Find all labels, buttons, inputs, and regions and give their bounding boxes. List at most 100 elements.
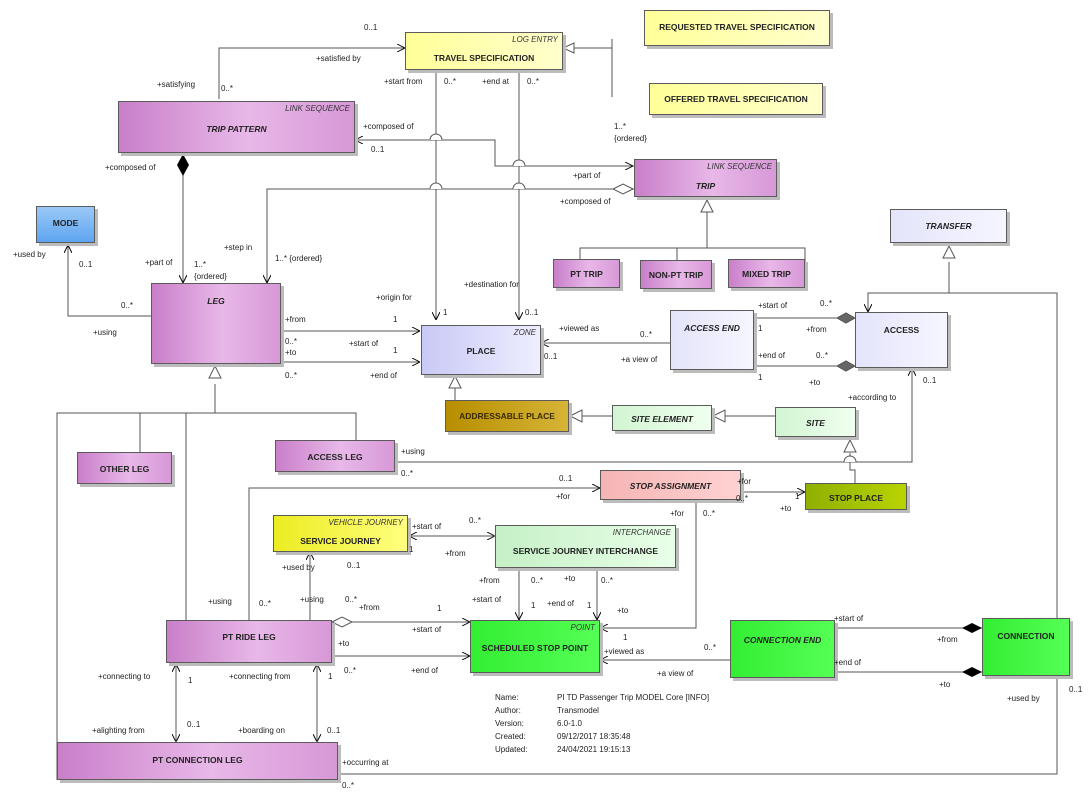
composition-diamond	[962, 623, 982, 633]
role-label: +used by	[13, 250, 46, 259]
class-access-end[interactable]: ACCESS END	[670, 310, 754, 370]
class-trip-pattern[interactable]: LINK SEQUENCE TRIP PATTERN	[118, 101, 355, 153]
class-pt-connection-leg[interactable]: PT CONNECTION LEG	[57, 742, 338, 780]
class-travel-specification[interactable]: LOG ENTRY TRAVEL SPECIFICATION	[405, 32, 563, 70]
role-label: +connecting to	[98, 672, 151, 681]
stereotype-label: POINT	[570, 623, 595, 632]
multiplicity-label: 0..*	[342, 781, 355, 790]
class-connection[interactable]: CONNECTION	[982, 618, 1070, 676]
gen-triangles	[208, 42, 956, 453]
role-label: +satisfying	[157, 80, 196, 89]
multiplicity-label: 1	[437, 604, 442, 613]
class-other-leg[interactable]: OTHER LEG	[77, 452, 172, 484]
role-label: +using	[401, 447, 425, 456]
gen-leg-left	[139, 412, 357, 452]
notes-updated-row: Updated:24/04/2021 19:15:13	[495, 743, 709, 756]
gen-pt-connection-leg	[56, 412, 140, 780]
multiplicity-label: 0..1	[327, 726, 341, 735]
class-connection-end[interactable]: CONNECTION END	[730, 620, 835, 678]
multiplicity-label: 1..* {ordered}	[275, 254, 323, 263]
class-leg[interactable]: LEG	[151, 283, 281, 364]
role-label: +from	[479, 576, 500, 585]
class-site[interactable]: SITE	[775, 407, 856, 437]
assoc-trip-trip-pattern	[355, 139, 633, 166]
role-label: +using	[300, 595, 324, 604]
assoc-pt-connection-connection	[338, 292, 1058, 775]
assoc-pt-ride-stop-assignment	[248, 488, 600, 620]
class-pt-trip[interactable]: PT TRIP	[553, 259, 620, 288]
notes-version-row: Version:6.0-1.0	[495, 717, 709, 730]
class-pt-ride-leg[interactable]: PT RIDE LEG	[166, 620, 332, 663]
class-service-journey-interchange[interactable]: INTERCHANGE SERVICE JOURNEY INTERCHANGE	[495, 525, 676, 568]
role-label: +part of	[573, 171, 601, 180]
role-label: +start of	[412, 625, 442, 634]
role-label: +destination for	[464, 280, 519, 289]
role-label: +start from	[384, 77, 423, 86]
multiplicity-label: 0..1	[544, 352, 558, 361]
multiplicity-label: 1	[393, 315, 398, 324]
class-place[interactable]: ZONE PLACE	[421, 325, 541, 375]
class-access[interactable]: ACCESS	[855, 312, 948, 368]
class-name: MODE	[52, 218, 79, 228]
constraint-label: {ordered}	[614, 134, 647, 143]
multiplicity-label: 0..*	[444, 77, 457, 86]
multiplicity-label: 1..*	[614, 122, 627, 131]
multiplicity-label: 0..1	[525, 308, 539, 317]
assoc-trip-legs	[267, 188, 634, 283]
notes-created-row: Created:09/12/2017 18:35:48	[495, 730, 709, 743]
class-requested-travel-specification[interactable]: REQUESTED TRAVEL SPECIFICATION	[644, 10, 830, 46]
role-label: +to	[617, 606, 629, 615]
class-non-pt-trip[interactable]: NON-PT TRIP	[640, 260, 712, 289]
class-stop-assignment[interactable]: STOP ASSIGNMENT	[600, 470, 741, 500]
notes-value: 09/12/2017 18:35:48	[557, 732, 631, 741]
class-name: STOP ASSIGNMENT	[629, 481, 712, 491]
class-name: NON-PT TRIP	[648, 270, 704, 280]
class-mixed-trip[interactable]: MIXED TRIP	[728, 259, 805, 288]
class-offered-travel-specification[interactable]: OFFERED TRAVEL SPECIFICATION	[649, 83, 823, 115]
role-label: +occurring at	[342, 758, 389, 767]
class-transfer[interactable]: TRANSFER	[890, 209, 1007, 243]
role-label: +from	[285, 315, 306, 324]
multiplicity-label: 0..1	[559, 474, 573, 483]
notes-author-row: Author:Transmodel	[495, 704, 709, 717]
gen-arrowhead	[568, 409, 583, 423]
role-label: +from	[937, 635, 958, 644]
class-access-leg[interactable]: ACCESS LEG	[275, 440, 395, 472]
multiplicity-label: 0..*	[285, 337, 298, 346]
associations	[68, 48, 1058, 775]
notes-key: Name:	[495, 693, 519, 702]
multiplicity-label: 0..*	[259, 599, 272, 608]
class-name: OFFERED TRAVEL SPECIFICATION	[664, 94, 808, 104]
stereotype-label: LOG ENTRY	[512, 35, 558, 44]
aggregation-diamonds	[177, 154, 982, 677]
class-trip[interactable]: LINK SEQUENCE TRIP	[634, 159, 777, 197]
multiplicity-label: 1	[623, 633, 628, 642]
multiplicity-label: 0..*	[345, 595, 358, 604]
notes-value: Transmodel	[557, 706, 599, 715]
multiplicity-label: 1	[758, 324, 763, 333]
gen-arrowhead	[561, 42, 575, 54]
class-addressable-place[interactable]: ADDRESSABLE PLACE	[445, 400, 569, 432]
class-site-element[interactable]: SITE ELEMENT	[612, 405, 712, 431]
class-mode[interactable]: MODE	[36, 206, 95, 243]
class-stop-place[interactable]: STOP PLACE	[805, 483, 907, 510]
multiplicity-label: 1	[328, 672, 333, 681]
multiplicity-label: 0..*	[704, 643, 717, 652]
aggregation-diamond	[611, 183, 635, 195]
stereotype-label: VEHICLE JOURNEY	[328, 518, 403, 527]
class-name: CONNECTION END	[743, 635, 822, 645]
multiplicity-label: 0..*	[121, 301, 134, 310]
class-service-journey[interactable]: VEHICLE JOURNEY SERVICE JOURNEY	[273, 515, 408, 552]
class-scheduled-stop-point[interactable]: POINT SCHEDULED STOP POINT	[470, 620, 600, 673]
multiplicity-label: 1	[443, 308, 448, 317]
multiplicity-label: 0..1	[923, 376, 937, 385]
class-name: SERVICE JOURNEY INTERCHANGE	[512, 546, 659, 556]
gen-trip-sub	[579, 247, 806, 262]
class-name: TRAVEL SPECIFICATION	[433, 53, 535, 63]
role-label: +end of	[834, 658, 861, 667]
role-label: +used by	[1007, 694, 1040, 703]
class-name: REQUESTED TRAVEL SPECIFICATION	[659, 22, 815, 32]
aggregation-diamond	[330, 616, 354, 628]
